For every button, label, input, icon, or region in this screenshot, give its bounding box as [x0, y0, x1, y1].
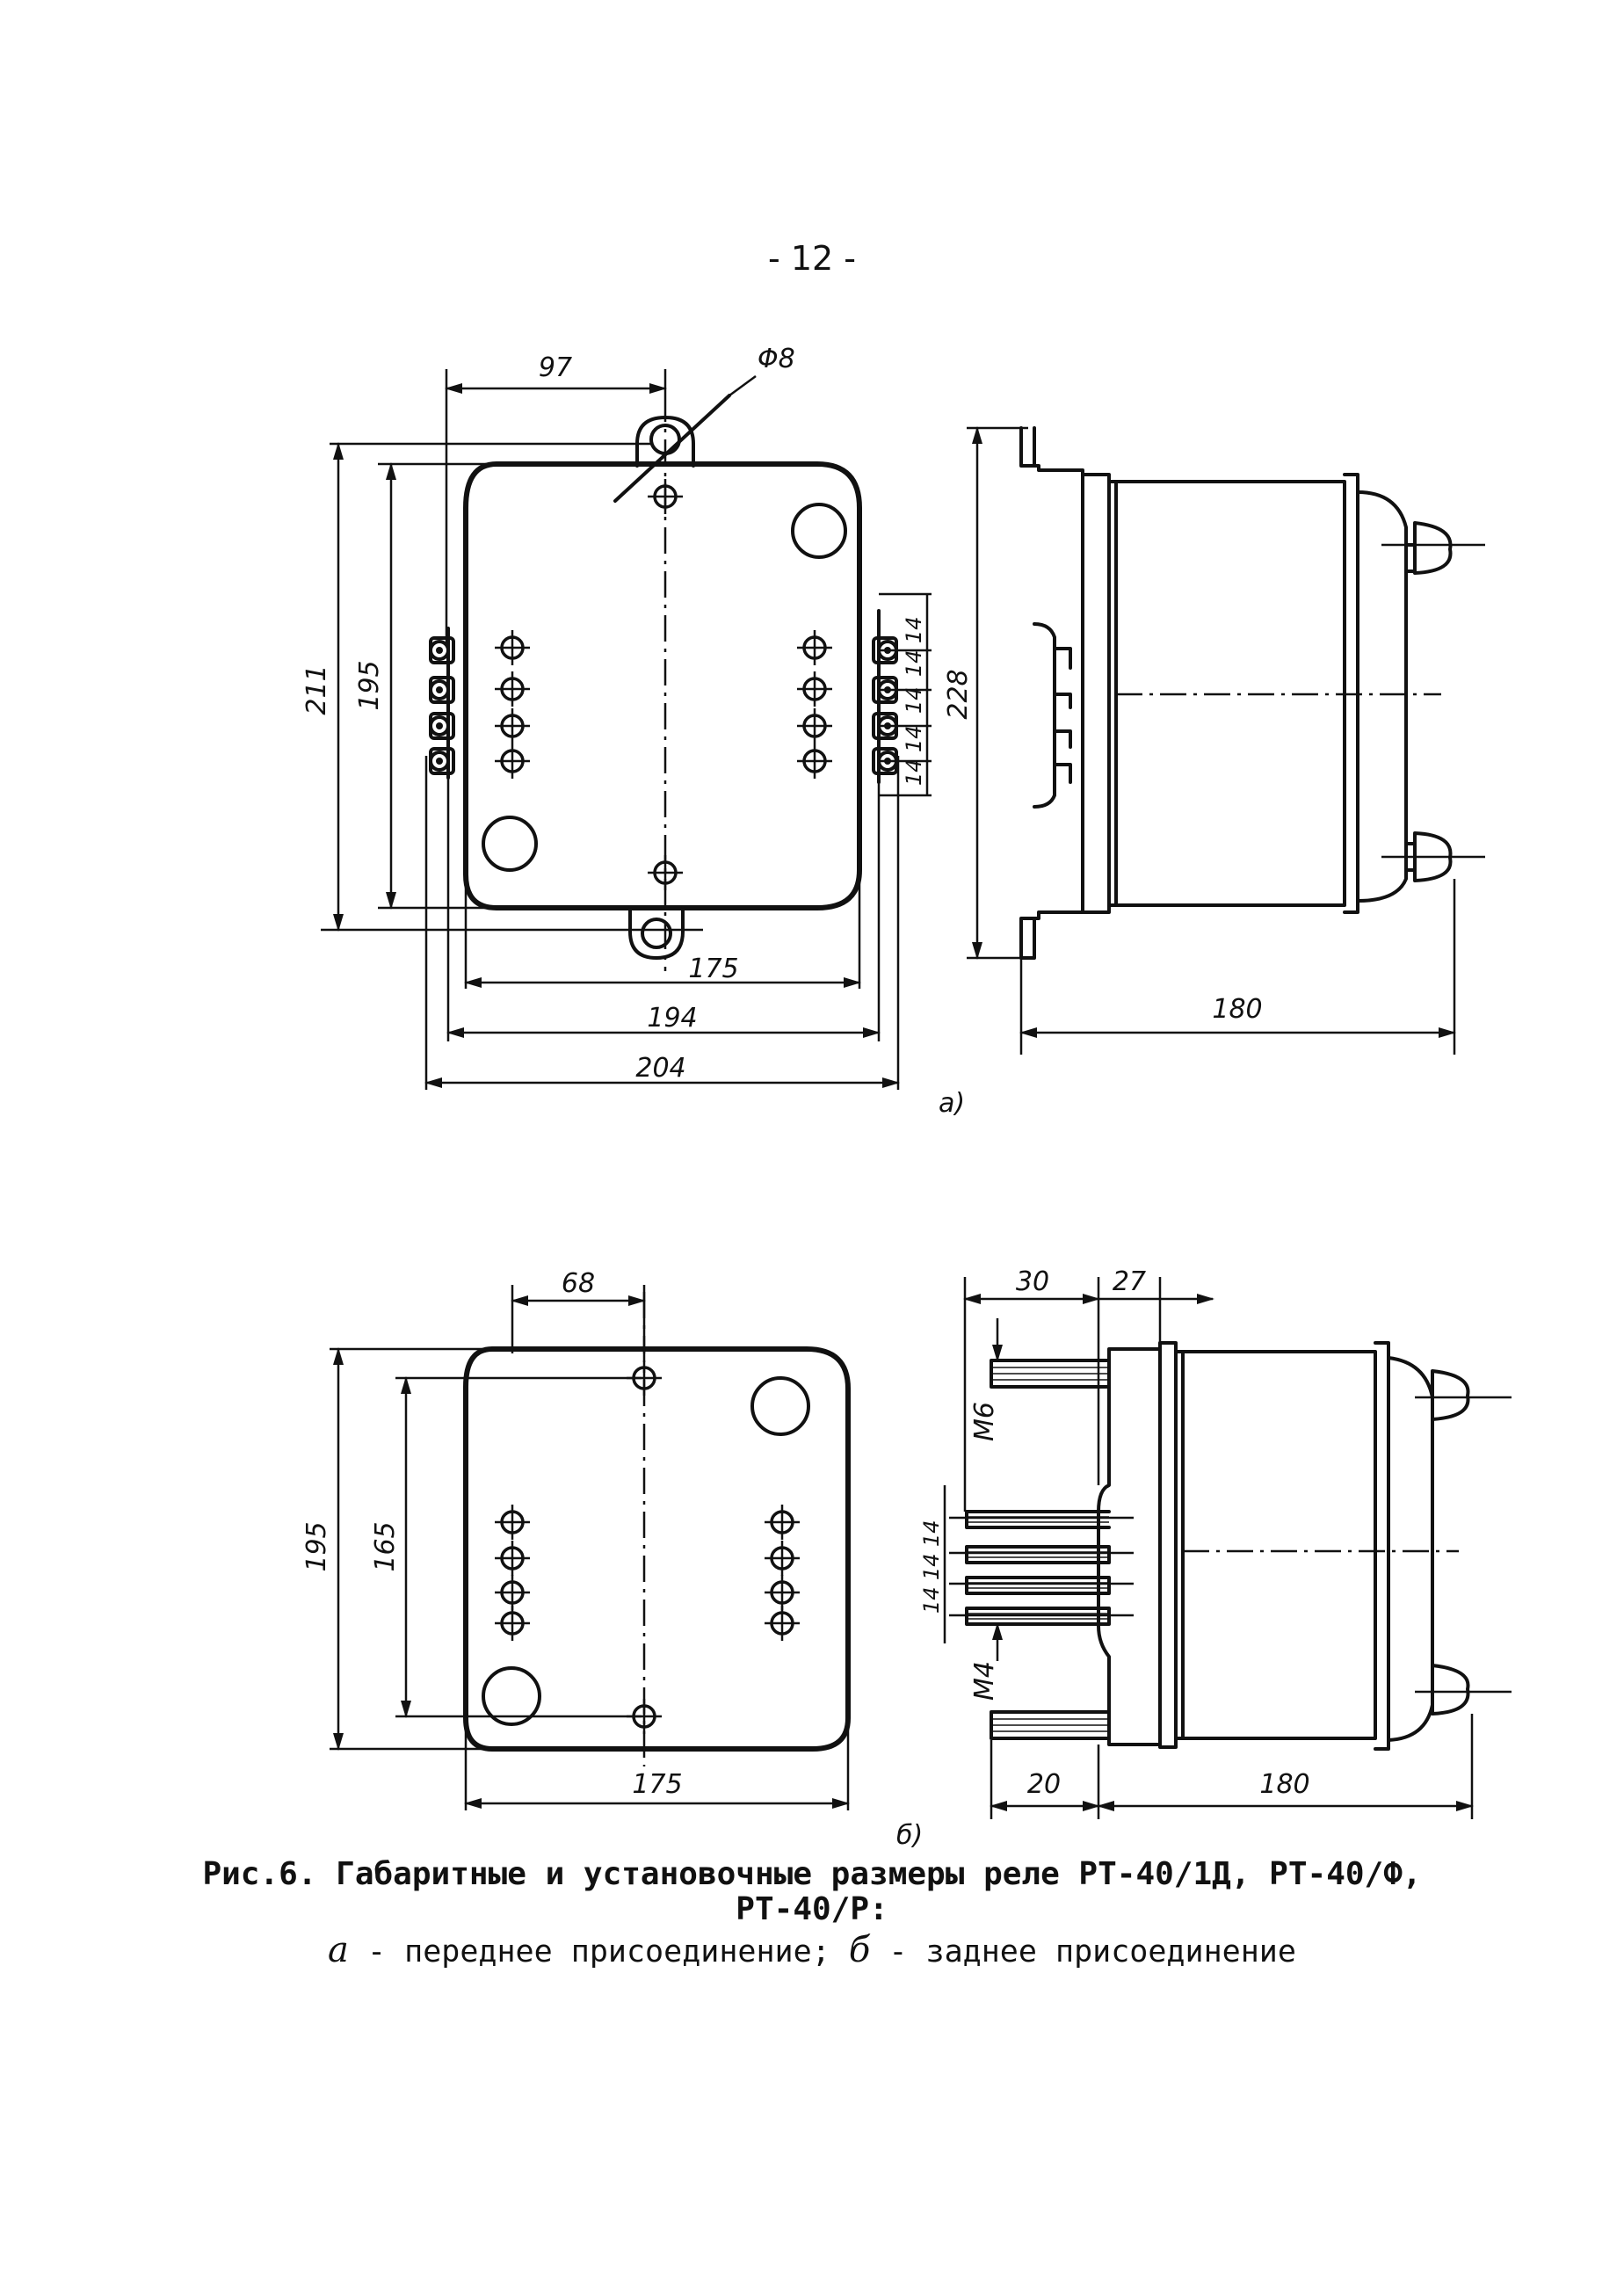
figure-a-label: a) [939, 1088, 965, 1119]
figure-a-front-view: 97 Φ8 211 195 175 194 204 14 14 14 [301, 344, 932, 1090]
bottom-mounting-lug [628, 906, 685, 960]
corner-hole-b-top-right [750, 1376, 810, 1436]
dim-a-97: 97 [539, 352, 572, 383]
relay-a-front-body [463, 461, 862, 910]
legend-text-b: - заднее присоединение [870, 1934, 1296, 1969]
pitch-a-3: 14 [902, 725, 926, 752]
label-b-m6: M6 [969, 1402, 1000, 1441]
page-number: - 12 - [768, 239, 856, 278]
dim-b-175: 175 [632, 1769, 682, 1800]
dim-a-204: 204 [635, 1053, 685, 1084]
figure-a-side-view: 228 180 a) [939, 426, 1485, 1119]
pitch-a-4: 14 [902, 758, 926, 786]
pitch-b-3: 14 [919, 1586, 944, 1614]
dim-a-175: 175 [688, 954, 738, 984]
pitch-b-1: 14 [919, 1520, 944, 1547]
figure-b-side-view: 30 27 M6 M4 14 14 14 20 180 б) [896, 1266, 1512, 1851]
corner-hole-b-bottom-left [482, 1666, 541, 1726]
legend-text-a: - переднее присоединение; [348, 1934, 849, 1969]
figure-b-front-view: 68 195 165 175 [301, 1268, 851, 1810]
pitch-a-1: 14 [902, 649, 926, 677]
figure-caption-line-2: РТ-40/Р: [736, 1891, 888, 1927]
dim-a-228: 228 [943, 669, 974, 719]
dim-a-195: 195 [354, 660, 385, 710]
corner-hole-bottom-left [482, 816, 538, 872]
dim-b-27: 27 [1113, 1266, 1146, 1297]
pitch-a-5: 14 [902, 616, 926, 643]
figure-caption-line-1: Рис.6. Габаритные и установочные размеры… [202, 1856, 1422, 1892]
relay-b-front-body [463, 1346, 851, 1752]
dim-b-20: 20 [1027, 1769, 1061, 1800]
dim-b-68: 68 [562, 1268, 595, 1299]
dim-b-195: 195 [301, 1521, 332, 1571]
pitch-b-2: 14 [919, 1553, 944, 1580]
dim-a-194: 194 [647, 1003, 697, 1034]
dim-a-phi8: Φ8 [758, 344, 795, 374]
dim-a-180: 180 [1212, 994, 1262, 1025]
corner-hole-top-right [791, 503, 847, 559]
dim-a-211: 211 [301, 664, 332, 715]
label-b-m4: M4 [969, 1661, 1000, 1701]
figure-b-label: б) [896, 1820, 923, 1851]
pitch-a-2: 14 [902, 686, 926, 714]
dim-b-30: 30 [1016, 1266, 1049, 1297]
legend-letter-b: б [848, 1930, 871, 1970]
figure-caption-legend: а - переднее присоединение; б - заднее п… [0, 1930, 1624, 1970]
dim-b-180: 180 [1259, 1769, 1309, 1800]
legend-letter-a: а [328, 1930, 349, 1970]
dim-b-165: 165 [370, 1521, 401, 1571]
